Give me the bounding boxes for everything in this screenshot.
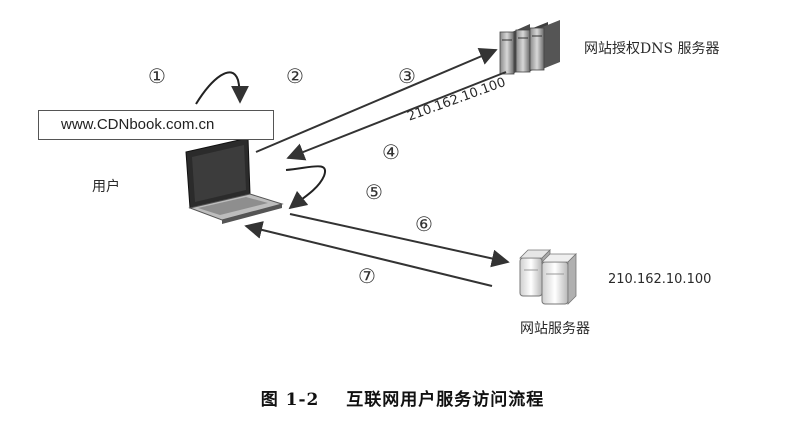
arrow-step-5: [285, 165, 327, 210]
figure-title: 互联网用户服务访问流程: [346, 390, 545, 410]
step-2-marker: ②: [286, 64, 304, 88]
step-1-marker: ①: [148, 64, 166, 88]
step-7-marker: ⑦: [358, 264, 376, 288]
step-3-marker: ③: [398, 64, 416, 88]
web-server-label: 网站服务器: [520, 321, 590, 337]
arrow-step-7: [244, 221, 493, 287]
figure-number: 图 1-2: [260, 390, 320, 410]
url-box: www.CDNbook.com.cn: [38, 110, 274, 140]
step-5-marker: ⑤: [365, 180, 383, 204]
user-label: 用户: [92, 179, 120, 195]
dns-server-icon: [499, 20, 560, 75]
step-4-marker: ④: [382, 140, 400, 164]
step-6-marker: ⑥: [415, 212, 433, 236]
arrow-step-1: [195, 71, 249, 105]
arrow-step-4: [286, 71, 507, 161]
laptop-icon: [185, 137, 284, 224]
figure-caption: 图 1-2 互联网用户服务访问流程: [0, 385, 805, 410]
web-server-icon: [519, 249, 577, 305]
web-server-ip: 210.162.10.100: [608, 272, 712, 287]
arrow-step-6: [289, 213, 510, 268]
dns-server-label: 网站授权DNS 服务器: [584, 41, 720, 57]
arrow-step-3: [255, 48, 498, 153]
